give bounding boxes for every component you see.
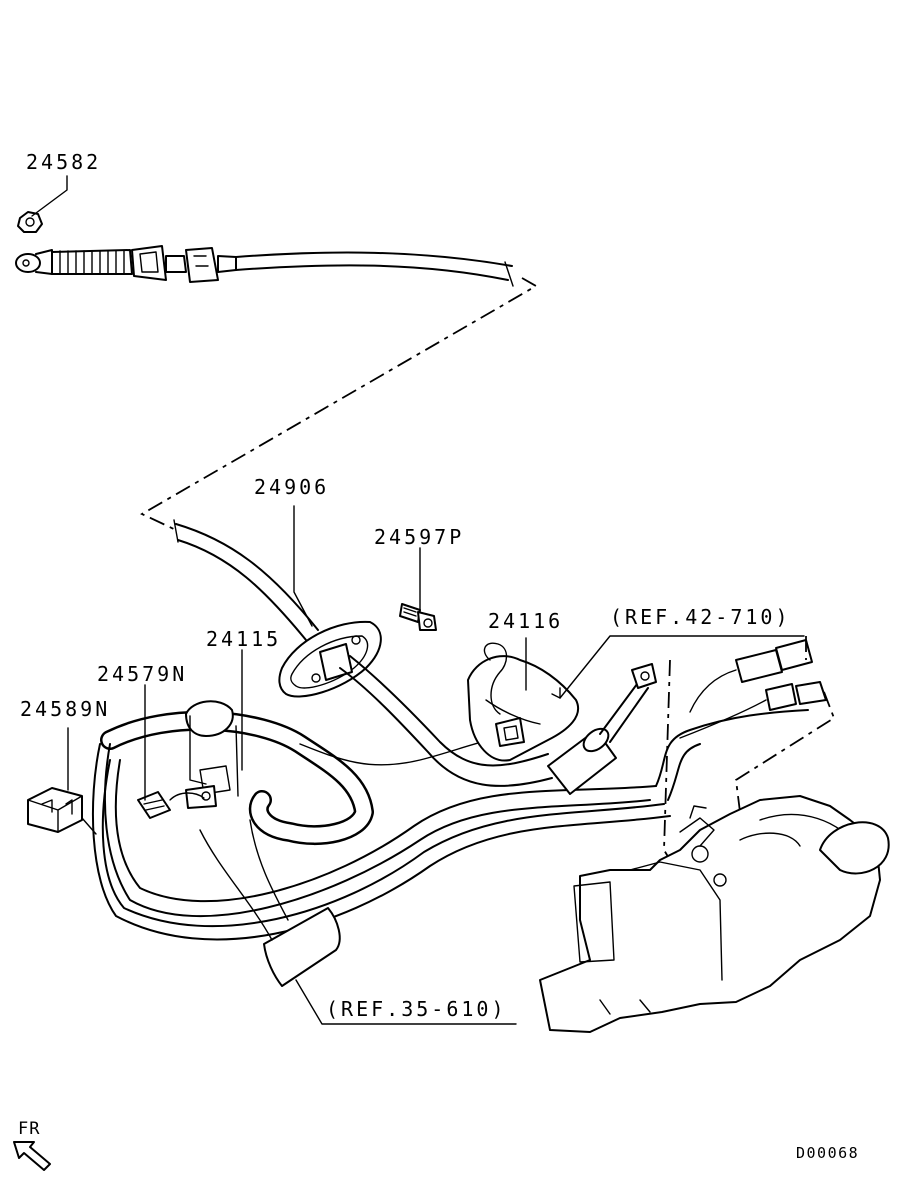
bolt-part-24597P[interactable] bbox=[399, 603, 437, 631]
clamp-part-24589N[interactable] bbox=[27, 787, 83, 833]
hose-boot bbox=[199, 819, 341, 987]
front-direction-marker: FR bbox=[13, 1119, 51, 1171]
diagram-code: D00068 bbox=[796, 1144, 859, 1162]
front-arrow-icon bbox=[13, 1141, 51, 1171]
label-24116: 24116 bbox=[488, 609, 563, 633]
label-24582: 24582 bbox=[26, 150, 101, 174]
label-24589N: 24589N bbox=[20, 697, 110, 721]
label-24597P: 24597P bbox=[374, 525, 464, 549]
connector-group bbox=[679, 639, 827, 739]
label-ref-35-610: (REF.35-610) bbox=[326, 997, 507, 1021]
label-ref-42-710: (REF.42-710) bbox=[610, 605, 791, 629]
clutch-master-cylinder-24116[interactable] bbox=[467, 642, 579, 762]
label-24115: 24115 bbox=[206, 627, 281, 651]
cable-grommet-plate bbox=[278, 620, 382, 698]
nut-part-24582[interactable] bbox=[17, 211, 43, 233]
cable-ball-joint bbox=[15, 245, 237, 283]
lower-cable-assembly bbox=[173, 519, 553, 787]
front-marker-label: FR bbox=[18, 1119, 40, 1139]
clip-part-24579N[interactable] bbox=[137, 791, 205, 819]
label-24906: 24906 bbox=[254, 475, 329, 499]
release-cylinder bbox=[547, 663, 657, 795]
transmission-case bbox=[539, 795, 890, 1033]
label-24579N: 24579N bbox=[97, 662, 187, 686]
ref-dashed-line-2 bbox=[735, 636, 836, 813]
cable-continuation-dashed-line bbox=[140, 277, 538, 531]
upper-cable-assembly bbox=[15, 175, 514, 287]
bracket-part-24115[interactable] bbox=[185, 700, 239, 809]
